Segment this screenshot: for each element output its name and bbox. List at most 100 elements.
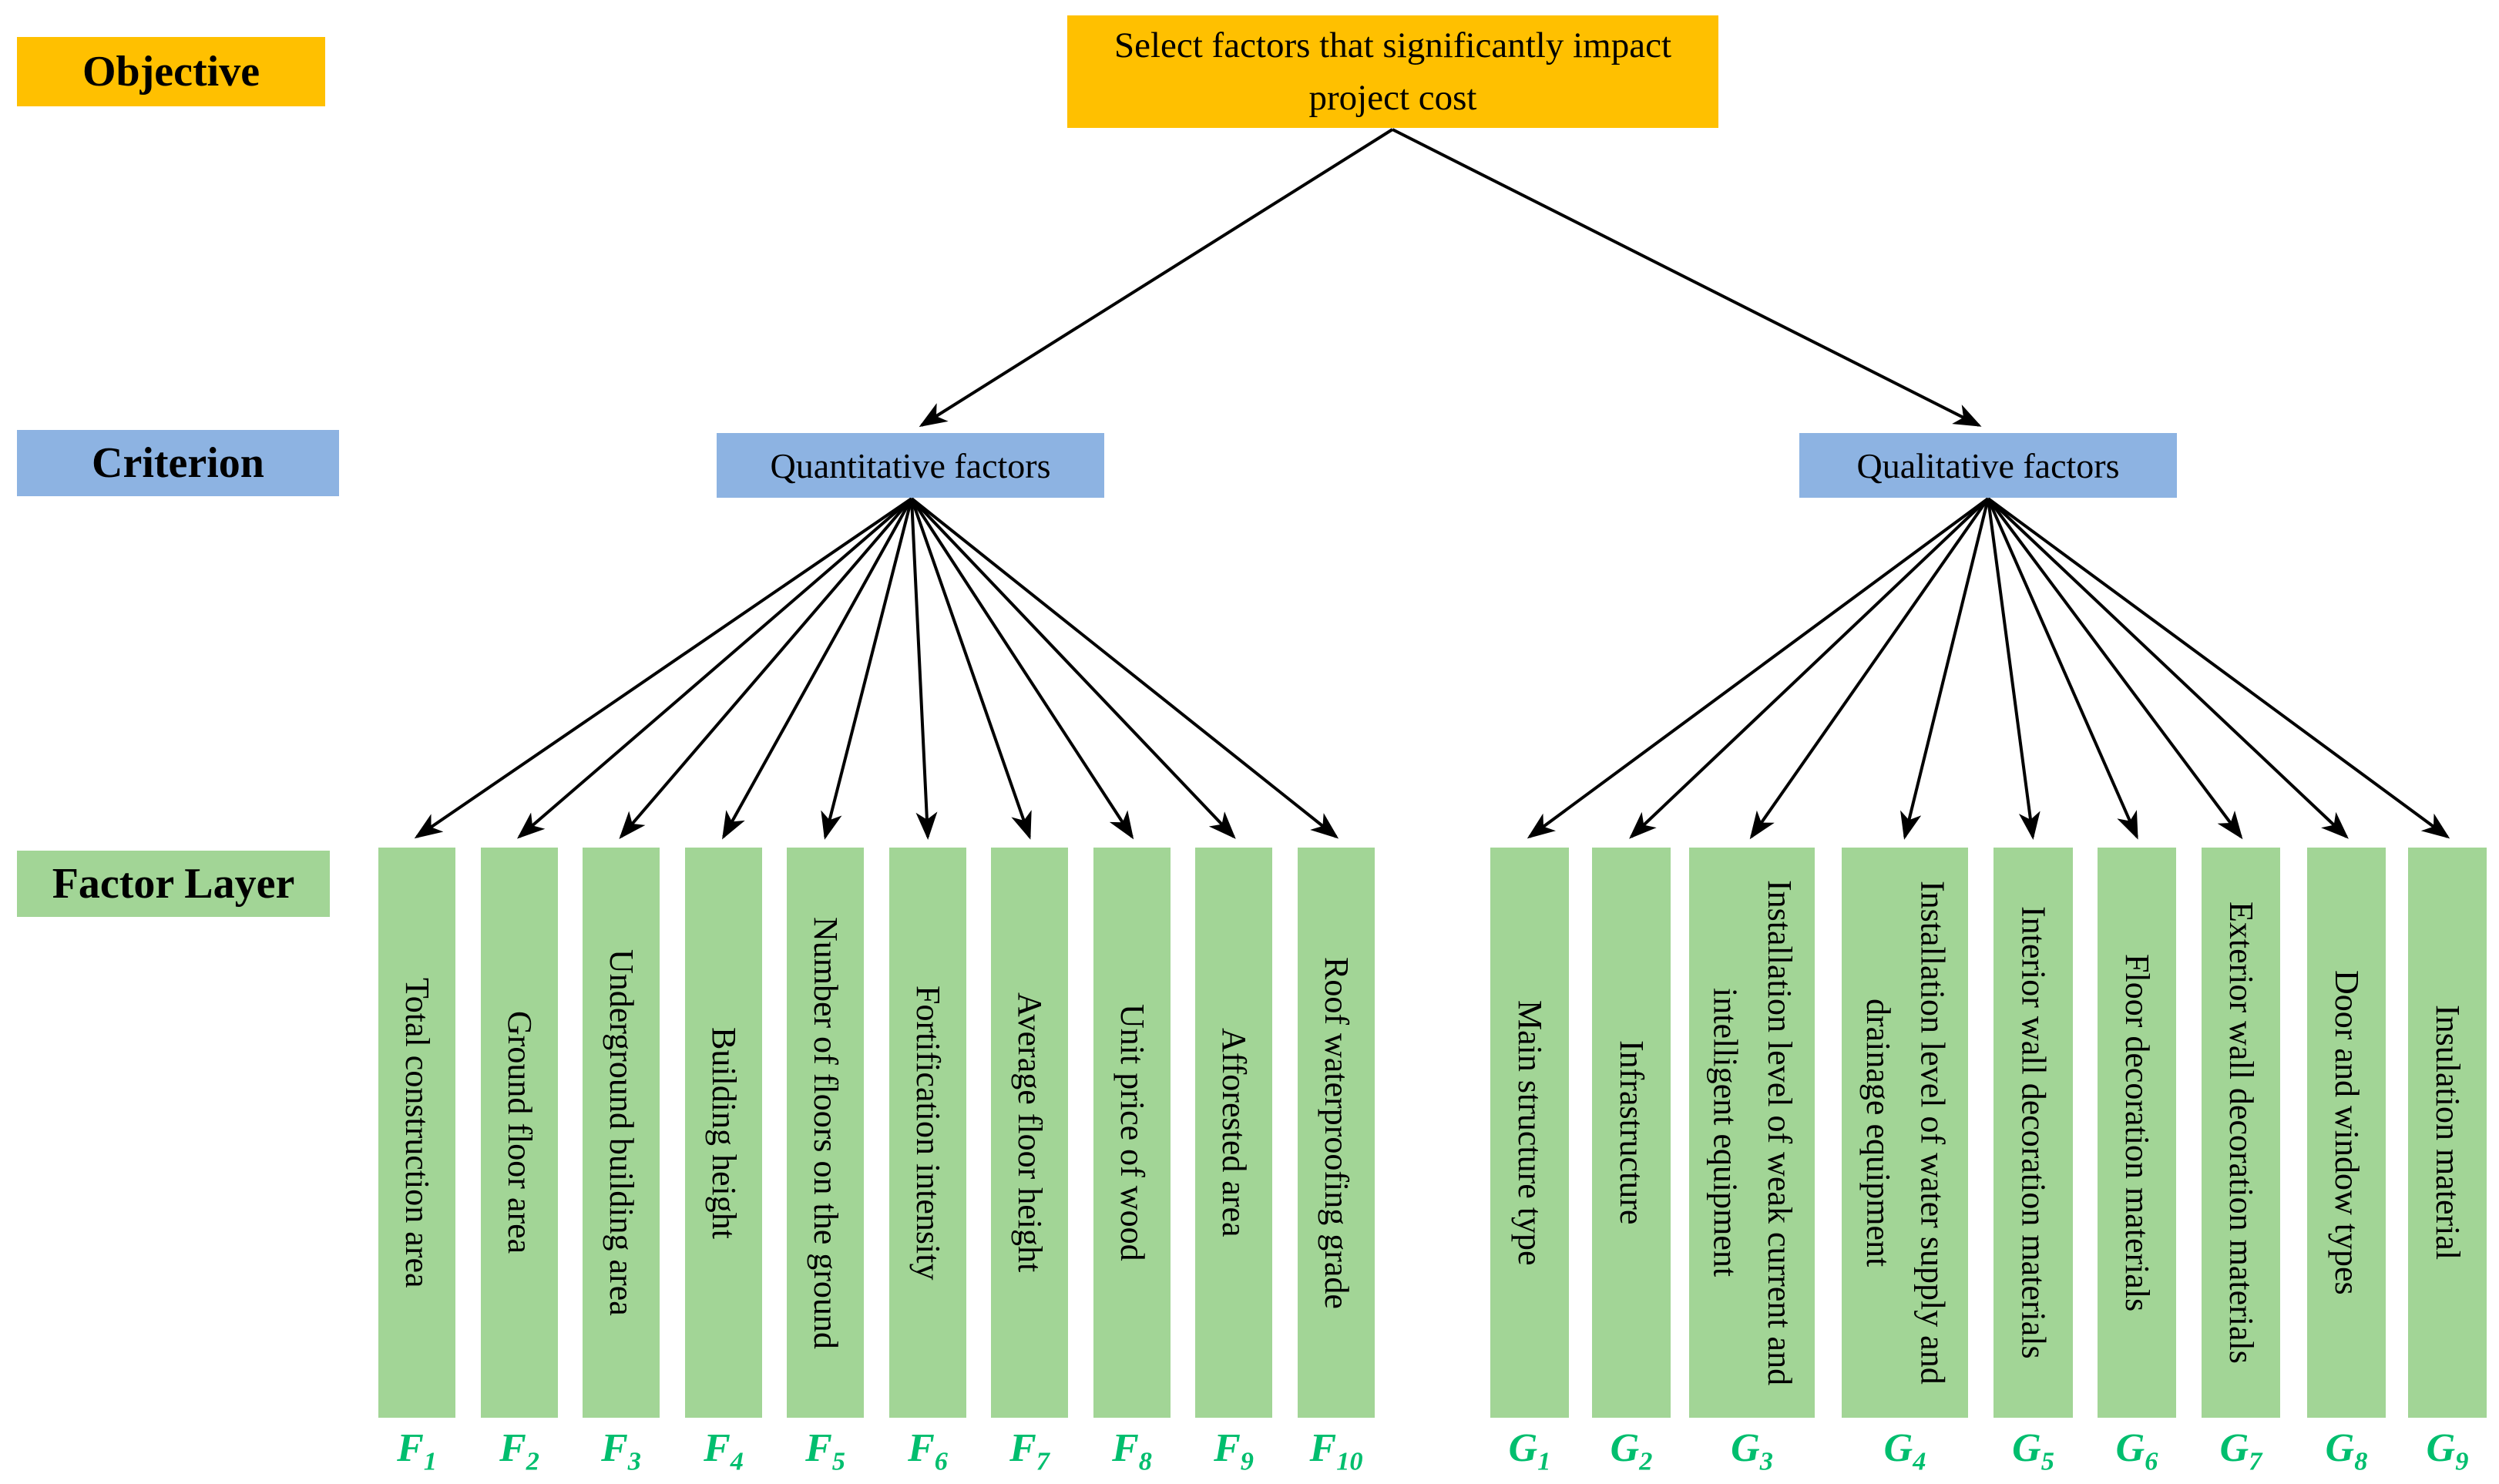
objective-text: Select factors that significantly impact… <box>1113 25 1672 118</box>
factor-label: Total construction area <box>398 977 437 1288</box>
factor-sub-label-f5: F5 <box>805 1426 845 1476</box>
factor-box: Infrastructure <box>1592 848 1671 1418</box>
arrow-qualitative-to-g4 <box>1900 498 1990 840</box>
factor-sub-label-f1: F1 <box>397 1426 437 1476</box>
objective-box: Select factors that significantly impact… <box>1067 15 1718 128</box>
factor-box: Unit price of wood <box>1093 848 1171 1418</box>
factor-label: Underground building area <box>603 949 641 1316</box>
factor-sub-label-f6: F6 <box>908 1426 948 1476</box>
row-label-objective: Objective <box>17 37 325 106</box>
factor-sub-label-f4: F4 <box>704 1426 744 1476</box>
factor-box: Total construction area <box>378 848 455 1418</box>
factor-label: Floor decoration materials <box>2118 953 2157 1312</box>
factor-box: Exterior wall decoration materials <box>2202 848 2280 1418</box>
arrow-qualitative-to-g8 <box>1987 497 2349 839</box>
factor-sub-label-g8: G8 <box>2325 1426 2368 1476</box>
factor-box: Number of floors on the ground <box>787 848 864 1418</box>
factor-column-f6: Fortification intensity F6 <box>889 848 966 1476</box>
factor-column-f3: Underground building area F3 <box>583 848 660 1476</box>
factor-column-f2: Ground floor area F2 <box>481 848 558 1476</box>
factor-label: Ground floor area <box>501 1011 539 1254</box>
factor-label: Fortification intensity <box>909 985 948 1281</box>
row-label-criterion: Criterion <box>17 430 339 496</box>
arrow-quantitative-to-f1 <box>414 497 913 839</box>
factor-column-g1: Main structure type G1 <box>1490 848 1569 1476</box>
factor-box: Insulation material <box>2408 848 2487 1418</box>
factor-column-g9: Insulation material G9 <box>2408 848 2487 1476</box>
factor-box: Interior wall decoration materials <box>1993 848 2073 1418</box>
arrow-qualitative-to-g1 <box>1527 497 1990 839</box>
factor-column-f7: Average floor height F7 <box>991 848 1068 1476</box>
factor-sub-label-g9: G9 <box>2426 1426 2469 1476</box>
factor-box: Roof waterproofing grade <box>1298 848 1375 1418</box>
factor-column-f4: Building height F4 <box>685 848 762 1476</box>
factor-label: Average floor height <box>1011 992 1050 1273</box>
factor-column-f5: Number of floors on the ground F5 <box>787 848 864 1476</box>
factor-sub-label-g7: G7 <box>2219 1426 2262 1476</box>
factor-box: Door and window types <box>2307 848 2386 1418</box>
arrow-quantitative-to-f2 <box>516 497 913 839</box>
arrow-qualitative-to-g9 <box>1987 497 2450 839</box>
factor-label: Building height <box>705 1026 744 1239</box>
factor-label: Installation level of weak current and i… <box>1706 879 1799 1386</box>
factor-box: Underground building area <box>583 848 660 1418</box>
factor-label: Number of floors on the ground <box>807 916 845 1349</box>
arrow-quantitative-to-f4 <box>722 498 913 840</box>
factor-sub-label-f10: F10 <box>1309 1426 1363 1476</box>
factor-column-g2: Infrastructure G2 <box>1592 848 1671 1476</box>
factor-label: Main structure type <box>1511 999 1550 1266</box>
factor-column-g3: Installation level of weak current and i… <box>1689 848 1815 1476</box>
arrow-qualitative-to-g3 <box>1749 497 1990 840</box>
factor-column-g6: Floor decoration materials G6 <box>2098 848 2176 1476</box>
criterion-box-qualitative: Qualitative factors <box>1799 433 2177 498</box>
arrow-qualitative-to-g5 <box>1987 498 2041 840</box>
criterion-box-quantitative: Quantitative factors <box>717 433 1104 498</box>
factor-box: Installation level of weak current and i… <box>1689 848 1815 1418</box>
factor-column-g8: Door and window types G8 <box>2307 848 2386 1476</box>
arrow-qualitative-to-g7 <box>1987 497 2243 840</box>
factor-column-f10: Roof waterproofing grade F10 <box>1298 848 1375 1476</box>
arrow-quantitative-to-f3 <box>619 497 913 840</box>
factor-label: Unit price of wood <box>1113 1004 1152 1261</box>
factor-label: Exterior wall decoration materials <box>2222 901 2261 1364</box>
factor-label: Infrastructure <box>1613 1040 1651 1225</box>
arrow-quantitative-to-f7 <box>910 498 1032 840</box>
factor-box: Ground floor area <box>481 848 558 1418</box>
factor-sub-label-f2: F2 <box>499 1426 539 1476</box>
factor-box: Main structure type <box>1490 848 1569 1418</box>
factor-label: Interior wall decoration materials <box>2014 906 2053 1359</box>
factor-label: Roof waterproofing grade <box>1318 956 1356 1309</box>
factor-box: Building height <box>685 848 762 1418</box>
factor-box: Fortification intensity <box>889 848 966 1418</box>
factor-column-f9: Afforested area F9 <box>1195 848 1272 1476</box>
factor-sub-label-g6: G6 <box>2115 1426 2158 1476</box>
arrow-qualitative-to-g2 <box>1629 497 1990 839</box>
arrow-objective-to-qualitative <box>1392 128 1982 427</box>
factor-sub-label-g4: G4 <box>1883 1426 1926 1476</box>
factor-column-g4: Installation level of water supply and d… <box>1842 848 1968 1476</box>
factor-label: Door and window types <box>2328 970 2366 1295</box>
factor-sub-label-f3: F3 <box>601 1426 641 1476</box>
factor-sub-label-f8: F8 <box>1112 1426 1152 1476</box>
arrow-quantitative-to-f5 <box>821 498 913 840</box>
factor-sub-label-g2: G2 <box>1610 1426 1653 1476</box>
factor-label: Afforested area <box>1215 1028 1254 1237</box>
factor-column-f8: Unit price of wood F8 <box>1093 848 1171 1476</box>
factor-sub-label-f9: F9 <box>1214 1426 1254 1476</box>
factor-column-g7: Exterior wall decoration materials G7 <box>2202 848 2280 1476</box>
factor-sub-label-f7: F7 <box>1009 1426 1050 1476</box>
arrow-objective-to-quantitative <box>919 128 1394 428</box>
factor-sub-label-g1: G1 <box>1508 1426 1551 1476</box>
factor-column-f1: Total construction area F1 <box>378 848 455 1476</box>
arrow-quantitative-to-f9 <box>910 497 1236 839</box>
arrow-qualitative-to-g6 <box>1987 498 2138 840</box>
factor-label: Installation level of water supply and d… <box>1859 881 1952 1385</box>
factor-sub-label-g3: G3 <box>1731 1426 1773 1476</box>
arrow-quantitative-to-f6 <box>910 498 938 840</box>
row-label-factor-layer: Factor Layer <box>17 851 330 917</box>
factor-box: Installation level of water supply and d… <box>1842 848 1968 1418</box>
factor-box: Floor decoration materials <box>2098 848 2176 1418</box>
factor-box: Average floor height <box>991 848 1068 1418</box>
factor-column-g5: Interior wall decoration materials G5 <box>1993 848 2073 1475</box>
